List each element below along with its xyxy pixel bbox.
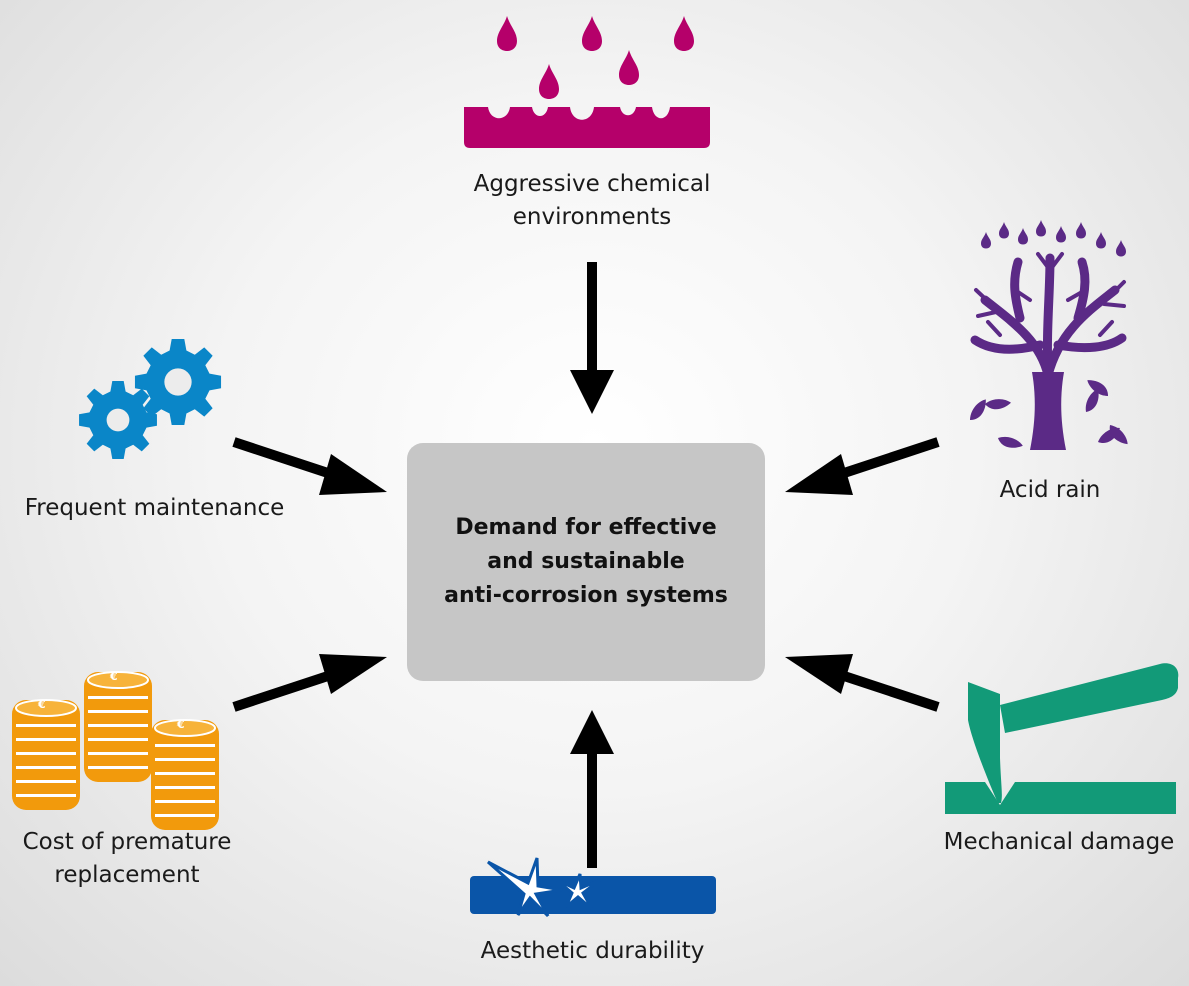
label-acid-rain-text: Acid rain	[999, 477, 1101, 503]
label-aesthetic-text: Aesthetic durability	[480, 938, 705, 964]
label-aesthetic: Aesthetic durability	[455, 935, 730, 968]
arrow-from-acid-rain	[785, 437, 940, 495]
center-title-line-3: anti-corrosion systems	[444, 583, 728, 608]
center-title-line-1: Demand for effective	[455, 515, 717, 540]
coin-symbol-1: €	[110, 670, 118, 683]
arrow-from-chemical	[570, 262, 614, 414]
label-maintenance-text: Frequent maintenance	[24, 495, 285, 521]
coin-symbol-2: €	[38, 698, 46, 711]
label-cost-line-2: replacement	[54, 862, 200, 888]
label-maintenance: Frequent maintenance	[2, 492, 307, 525]
label-chemical-line-2: environments	[512, 204, 672, 230]
arrow-from-maintenance	[232, 437, 387, 495]
hammer-icon	[945, 663, 1179, 814]
chemical-drops-icon	[464, 16, 710, 148]
arrow-from-mechanical	[785, 654, 940, 712]
coin-symbol-3: €	[177, 718, 185, 731]
label-chemical-line-1: Aggressive chemical	[473, 171, 711, 197]
label-acid-rain: Acid rain	[960, 474, 1140, 507]
label-cost: Cost of premature replacement	[2, 826, 252, 892]
arrows	[232, 262, 940, 868]
arrow-from-cost	[232, 654, 387, 712]
scratch-icon	[470, 857, 716, 918]
gears-icon	[79, 338, 222, 459]
central-demand-box: Demand for effective and sustainable ant…	[407, 443, 765, 681]
label-mechanical: Mechanical damage	[930, 826, 1188, 859]
arrow-from-aesthetic	[570, 710, 614, 868]
label-chemical: Aggressive chemical environments	[435, 168, 749, 234]
tree-rain-icon	[964, 220, 1129, 456]
coins-icon	[11, 671, 220, 831]
label-cost-line-1: Cost of premature	[22, 829, 232, 855]
center-title-line-2: and sustainable	[487, 549, 685, 574]
label-mechanical-text: Mechanical damage	[943, 829, 1175, 855]
